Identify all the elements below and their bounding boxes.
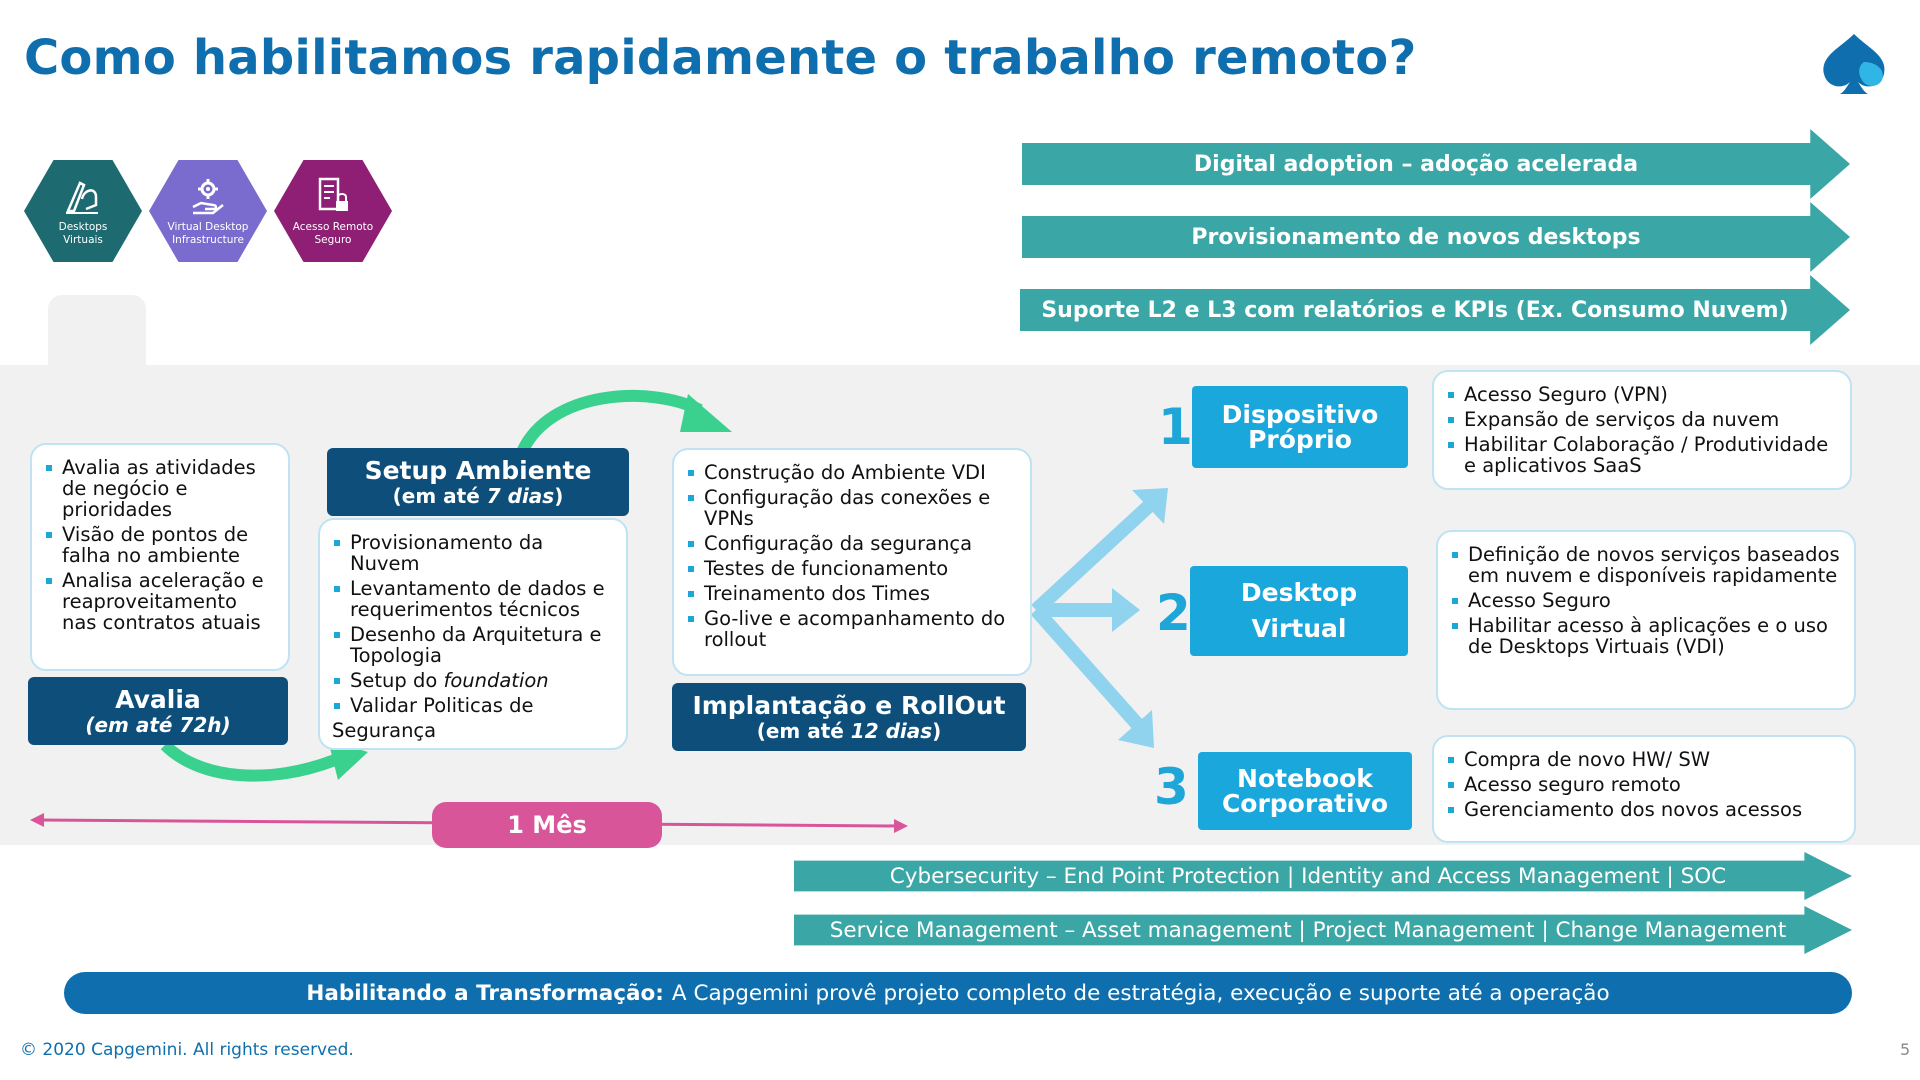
option-dispositivo-proprio: Dispositivo Próprio — [1192, 386, 1408, 468]
option-desktop-virtual: Desktop Virtual — [1190, 566, 1408, 656]
green-curve-arrow-1 — [160, 740, 338, 782]
list-item: Acesso seguro remoto — [1446, 774, 1842, 795]
list-item: Configuração das conexões e VPNs — [686, 487, 1018, 529]
option-3-box: Compra de novo HW/ SW Acesso seguro remo… — [1432, 735, 1856, 843]
list-item: Setup do foundation — [332, 670, 614, 691]
list-item: Avalia as atividades de negócio e priori… — [44, 457, 276, 520]
list-item: Go-live e acompanhamento do rollout — [686, 608, 1018, 650]
page-number: 5 — [1900, 1040, 1911, 1059]
bottom-banner-text: A Capgemini provê projeto completo de es… — [671, 980, 1610, 1006]
footer-copyright: © 2020 Capgemini. All rights reserved. — [20, 1040, 354, 1060]
fan-arrowhead-down — [1118, 710, 1154, 748]
option-number-3: 3 — [1154, 758, 1189, 816]
fan-arrowhead-up — [1132, 488, 1168, 524]
timeline-pill: 1 Mês — [432, 802, 662, 848]
hex-vdi: Virtual Desktop Infrastructure — [149, 160, 267, 262]
gear-hand-icon — [192, 179, 224, 215]
page-title: Como habilitamos rapidamente o trabalho … — [24, 30, 1417, 86]
avalia-box: Avalia as atividades de negócio e priori… — [30, 443, 290, 671]
list-item: Analisa aceleração e reaproveitamento na… — [44, 570, 276, 633]
list-item: Habilitar Colaboração / Produtividade e … — [1446, 434, 1838, 476]
list-item: Configuração da segurança — [686, 533, 1018, 554]
bottom-banner: Habilitando a Transformação: A Capgemini… — [64, 972, 1852, 1014]
pen-touch-icon — [66, 181, 98, 214]
implantacao-box: Construção do Ambiente VDI Configuração … — [672, 448, 1032, 676]
avalia-label: Avalia (em até 72h) — [28, 677, 288, 745]
list-item: Desenho da Arquitetura e Topologia — [332, 624, 614, 666]
list-item: Gerenciamento dos novos acessos — [1446, 799, 1842, 820]
list-item: Expansão de serviços da nuvem — [1446, 409, 1838, 430]
list-item: Compra de novo HW/ SW — [1446, 749, 1842, 770]
timeline-arrow-right — [894, 819, 908, 833]
option-1-box: Acesso Seguro (VPN) Expansão de serviços… — [1432, 370, 1852, 490]
list-item: Acesso Seguro — [1450, 590, 1842, 611]
placeholder-block — [48, 295, 146, 365]
hex-label: Acesso Remoto Seguro — [292, 221, 374, 246]
implantacao-label: Implantação e RollOut (em até 12 dias) — [672, 683, 1026, 751]
green-curve-arrow-2 — [516, 390, 703, 455]
list-item: Habilitar acesso à aplicações e o uso de… — [1450, 615, 1842, 657]
green-arrowhead-2 — [680, 394, 732, 432]
fan-arrowhead-middle — [1112, 588, 1140, 632]
setup-box: Provisionamento da Nuvem Levantamento de… — [318, 518, 628, 750]
setup-label: Setup Ambiente (em até 7 dias) — [327, 448, 629, 516]
fan-arrow-up — [1031, 499, 1155, 616]
list-item: Levantamento de dados e requerimentos té… — [332, 578, 614, 620]
hex-label: Virtual Desktop Infrastructure — [167, 221, 249, 246]
option-number-1: 1 — [1158, 398, 1193, 456]
list-item: Definição de novos serviços baseados em … — [1450, 544, 1842, 586]
list-item: Construção do Ambiente VDI — [686, 462, 1018, 483]
green-arrowhead-1 — [328, 740, 368, 780]
hex-label: Desktops Virtuais — [58, 221, 108, 246]
list-item-continuation: Segurança — [332, 719, 437, 742]
option-notebook-corporativo: Notebook Corporativo — [1198, 752, 1412, 830]
list-item: Visão de pontos de falha no ambiente — [44, 524, 276, 566]
timeline-arrow-left — [30, 813, 44, 827]
fan-arrow-down — [1030, 605, 1144, 730]
list-item: Treinamento dos Times — [686, 583, 1018, 604]
option-2-box: Definição de novos serviços baseados em … — [1436, 530, 1856, 710]
document-lock-icon — [318, 177, 348, 211]
list-item: Provisionamento da Nuvem — [332, 532, 614, 574]
list-item: Validar Politicas de — [332, 695, 614, 716]
option-number-2: 2 — [1156, 584, 1191, 642]
bottom-banner-bold: Habilitando a Transformação: — [306, 980, 664, 1006]
capgemini-spade-logo-icon — [1823, 34, 1885, 94]
list-item: Testes de funcionamento — [686, 558, 1018, 579]
list-item: Acesso Seguro (VPN) — [1446, 384, 1838, 405]
